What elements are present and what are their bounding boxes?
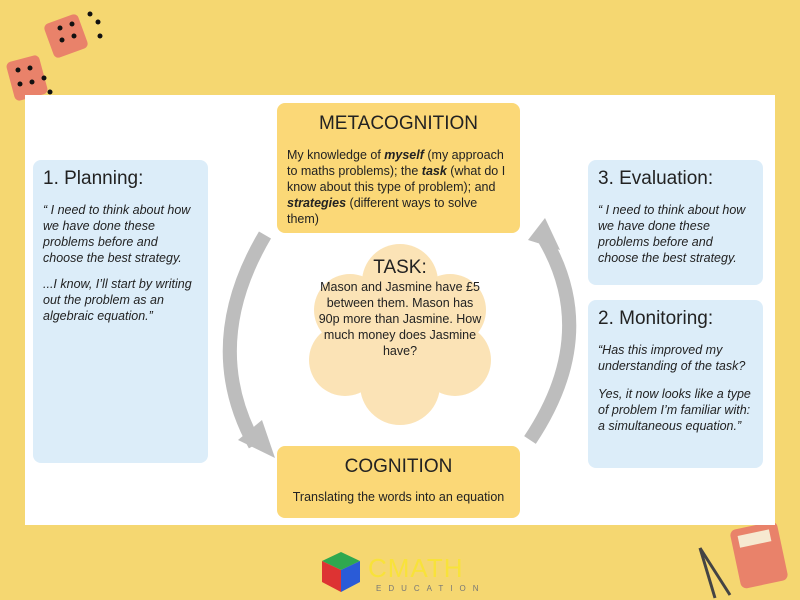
cmath-logo: CMATH EDUCATION xyxy=(318,545,488,597)
planning-quote-2: ...I know, I’ll start by writing out the… xyxy=(43,277,192,323)
metacognition-title: METACOGNITION xyxy=(318,113,479,134)
dice-icon xyxy=(6,11,103,101)
planning-quote: “ I need to think about how we have done… xyxy=(43,203,191,265)
logo-sub: EDUCATION xyxy=(376,584,486,593)
task-text: Mason and Jasmine have £5 between them. … xyxy=(318,280,482,358)
arrow-down-left xyxy=(222,231,272,449)
metacognition-box: METACOGNITION My knowledge of myself (my… xyxy=(277,103,520,233)
cognition-box: COGNITION Translating the words into an … xyxy=(277,446,520,518)
metacognition-text: My knowledge of myself (my approach to m… xyxy=(287,148,506,226)
monitoring-title: 2. Monitoring: xyxy=(598,308,714,329)
planning-title: 1. Planning: xyxy=(43,168,144,189)
arrow-up-right xyxy=(524,236,577,444)
evaluation-quote: “ I need to think about how we have done… xyxy=(598,203,746,265)
task-cloud: TASK: Mason and Jasmine have £5 between … xyxy=(315,255,485,420)
evaluation-title: 3. Evaluation: xyxy=(598,168,714,189)
logo-name: CMATH xyxy=(368,553,464,583)
monitoring-box: 2. Monitoring: “Has this improved my und… xyxy=(588,300,763,468)
monitoring-quote: “Has this improved my understanding of t… xyxy=(598,343,746,373)
cognition-title: COGNITION xyxy=(344,456,453,477)
rubiks-cube-icon xyxy=(322,552,360,592)
calculator-icon xyxy=(698,521,788,599)
task-cloud-shape xyxy=(309,244,491,425)
evaluation-box: 3. Evaluation: “ I need to think about h… xyxy=(588,160,763,285)
task-title: TASK: xyxy=(373,257,427,278)
cognition-text: Translating the words into an equation xyxy=(292,490,505,504)
planning-box: 1. Planning: “ I need to think about how… xyxy=(33,160,208,463)
monitoring-quote-2: Yes, it now looks like a type of problem… xyxy=(598,387,751,433)
